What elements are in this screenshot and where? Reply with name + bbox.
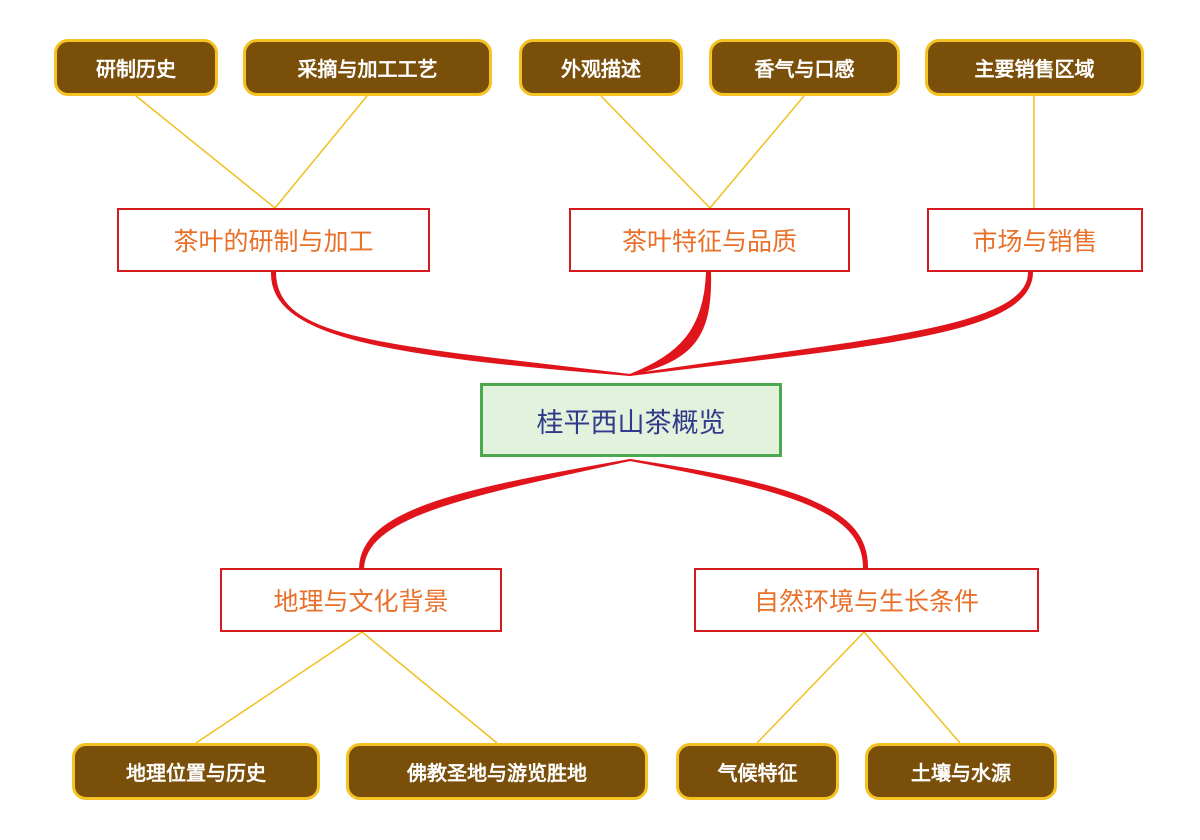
leaf-label: 土壤与水源 xyxy=(911,761,1011,785)
connector-branch-2-leaf-1 xyxy=(600,95,711,209)
central-topic[interactable]: 桂平西山茶概览 xyxy=(480,383,782,457)
connector-center-branch-2 xyxy=(629,271,712,376)
branch-label: 市场与销售 xyxy=(972,227,1098,256)
leaf-label: 气候特征 xyxy=(717,761,798,785)
branch-label: 茶叶的研制与加工 xyxy=(173,227,374,256)
connector-branch-2-leaf-2 xyxy=(709,95,805,209)
branch-market-sales[interactable]: 市场与销售 xyxy=(927,208,1143,272)
leaf-aroma-taste[interactable]: 香气与口感 xyxy=(709,39,900,96)
branch-label: 自然环境与生长条件 xyxy=(753,587,979,616)
connector-center-branch-3 xyxy=(629,271,1034,376)
connector-branch-1-leaf-2 xyxy=(274,95,368,209)
leaf-label: 主要销售区域 xyxy=(974,57,1095,81)
leaf-label: 地理位置与历史 xyxy=(126,761,266,785)
branch-research-processing[interactable]: 茶叶的研制与加工 xyxy=(117,208,430,272)
leaf-label: 佛教圣地与游览胜地 xyxy=(407,761,587,785)
connector-center-branch-5 xyxy=(629,459,869,569)
leaf-label: 研制历史 xyxy=(96,57,176,81)
connector-branch-4-leaf-2 xyxy=(361,631,498,744)
connector-branch-5-leaf-2 xyxy=(863,631,961,744)
central-topic-label: 桂平西山茶概览 xyxy=(536,407,726,439)
branch-label: 地理与文化背景 xyxy=(273,587,449,616)
connector-branch-1-leaf-1 xyxy=(135,95,276,209)
leaf-picking-processing[interactable]: 采摘与加工工艺 xyxy=(243,39,492,96)
leaf-appearance[interactable]: 外观描述 xyxy=(519,39,683,96)
leaf-research-history[interactable]: 研制历史 xyxy=(54,39,218,96)
leaf-location-history[interactable]: 地理位置与历史 xyxy=(72,743,320,800)
connector-branch-4-leaf-1 xyxy=(195,631,363,744)
leaf-soil-water[interactable]: 土壤与水源 xyxy=(865,743,1057,800)
leaf-buddhist-scenic[interactable]: 佛教圣地与游览胜地 xyxy=(346,743,648,800)
connector-center-branch-1 xyxy=(270,271,631,376)
connector-center-branch-4 xyxy=(358,459,631,569)
branch-label: 茶叶特征与品质 xyxy=(621,227,797,256)
connector-branch-5-leaf-1 xyxy=(756,631,865,744)
branch-environment-growth[interactable]: 自然环境与生长条件 xyxy=(694,568,1039,632)
leaf-sales-regions[interactable]: 主要销售区域 xyxy=(925,39,1144,96)
leaf-label: 香气与口感 xyxy=(754,57,855,81)
leaf-label: 外观描述 xyxy=(561,57,641,81)
branch-features-quality[interactable]: 茶叶特征与品质 xyxy=(569,208,850,272)
leaf-climate[interactable]: 气候特征 xyxy=(676,743,839,800)
branch-geography-culture[interactable]: 地理与文化背景 xyxy=(220,568,502,632)
leaf-label: 采摘与加工工艺 xyxy=(297,57,438,81)
